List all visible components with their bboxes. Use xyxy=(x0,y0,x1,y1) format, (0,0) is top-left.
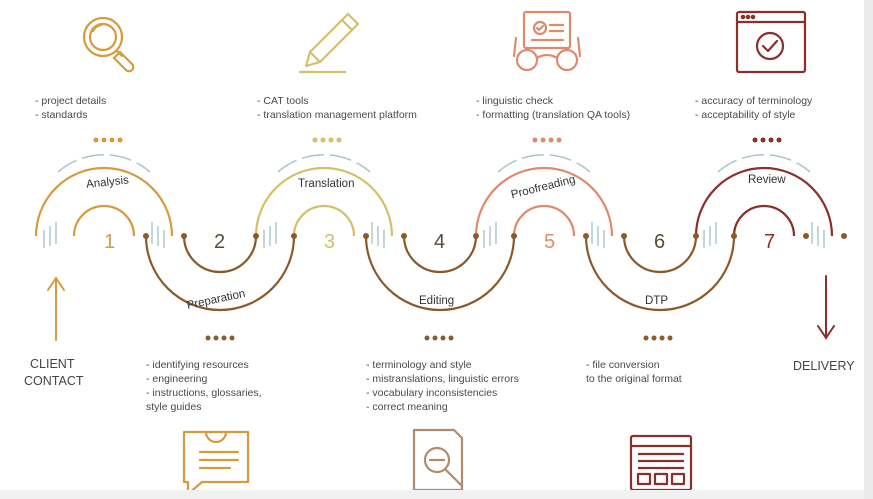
dots-analysis xyxy=(93,137,123,143)
dots-dtp xyxy=(643,335,673,341)
note-line: - translation management platform xyxy=(257,109,417,121)
note-line: - instructions, glossaries, xyxy=(146,387,262,399)
dots-translation xyxy=(312,137,342,143)
start-label-line2: CONTACT xyxy=(24,374,84,388)
arch-analysis xyxy=(34,166,174,237)
junction-dots xyxy=(143,233,847,239)
step-number: 3 xyxy=(324,231,335,253)
arch-translation xyxy=(254,166,394,237)
note-line: - file conversion xyxy=(586,359,660,371)
vertical-scrollbar[interactable] xyxy=(864,0,873,499)
note-line: - project details xyxy=(35,95,106,107)
trough-preparation xyxy=(144,235,296,312)
pencil-icon xyxy=(298,12,360,74)
chat-gear-icon xyxy=(182,430,250,496)
note-line: - acceptability of style xyxy=(695,109,796,121)
note-line: style guides xyxy=(146,401,201,413)
step-number: 6 xyxy=(654,231,665,253)
arch-proofreading xyxy=(474,166,614,237)
note-line: - correct meaning xyxy=(366,401,448,413)
translation-notes: - CAT tools - translation management pla… xyxy=(257,95,417,121)
stage-name-analysis: Analysis xyxy=(86,174,130,190)
magnifier-icon xyxy=(82,16,135,73)
note-line: - accuracy of terminology xyxy=(695,95,813,107)
browser-check-icon xyxy=(735,10,807,74)
proofreading-notes: - linguistic check - formatting (transla… xyxy=(476,95,630,121)
arrow-down-icon xyxy=(817,275,835,340)
dots-preparation xyxy=(205,335,235,341)
analysis-notes: - project details - standards xyxy=(35,95,106,121)
document-search-icon xyxy=(412,428,464,492)
note-line: to the original format xyxy=(586,373,682,385)
dots-editing xyxy=(424,335,454,341)
wave-accents xyxy=(57,154,811,173)
note-line: - vocabulary inconsistencies xyxy=(366,387,497,399)
delivery-label: DELIVERY xyxy=(793,359,855,373)
editing-notes: - terminology and style - mistranslation… xyxy=(366,359,519,413)
glasses-document-icon xyxy=(512,10,582,72)
start-label-line1: CLIENT xyxy=(30,357,75,371)
arch-review xyxy=(694,166,834,237)
note-line: - formatting (translation QA tools) xyxy=(476,109,630,121)
dots-review xyxy=(752,137,782,143)
preparation-notes: - identifying resources - engineering - … xyxy=(146,359,262,413)
stage-name-proofreading: Proofreading xyxy=(510,174,577,202)
step-number: 2 xyxy=(214,231,225,253)
arrow-up-icon xyxy=(47,276,65,341)
dots-proofreading xyxy=(532,137,562,143)
review-notes: - accuracy of terminology - acceptabilit… xyxy=(695,95,813,121)
note-line: - mistranslations, linguistic errors xyxy=(366,373,519,385)
step-number: 5 xyxy=(544,231,555,253)
stage-name-review: Review xyxy=(748,174,786,186)
step-number: 1 xyxy=(104,231,115,253)
step-number: 7 xyxy=(764,231,775,253)
note-line: - linguistic check xyxy=(476,95,554,107)
note-line: - CAT tools xyxy=(257,95,309,107)
stage-name-translation: Translation xyxy=(298,178,354,190)
trough-dtp xyxy=(584,235,736,312)
note-line: - identifying resources xyxy=(146,359,249,371)
layout-icon xyxy=(629,434,693,492)
dtp-notes: - file conversion to the original format xyxy=(586,359,682,385)
step-number: 4 xyxy=(434,231,445,253)
stage-name-dtp: DTP xyxy=(645,295,668,307)
wave-ticks xyxy=(43,222,825,248)
trough-editing xyxy=(364,235,516,312)
note-line: - engineering xyxy=(146,373,207,385)
note-line: - standards xyxy=(35,109,88,121)
stage-name-editing: Editing xyxy=(419,295,454,307)
note-line: - terminology and style xyxy=(366,359,472,371)
bottom-edge xyxy=(0,490,864,499)
